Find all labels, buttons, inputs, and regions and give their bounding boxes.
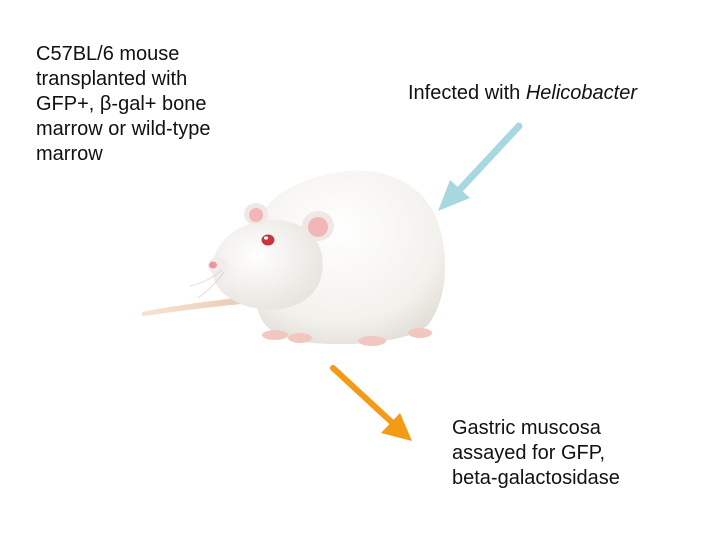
rat-whiskers <box>189 269 225 299</box>
infection-arrow <box>438 122 523 211</box>
rat-nose <box>209 261 217 269</box>
rat-head <box>208 219 323 310</box>
transplant-description: C57BL/6 mouse transplanted with GFP+, β-… <box>36 42 276 167</box>
rat-feet <box>262 328 432 346</box>
rat-eye <box>261 234 275 246</box>
transplant-line-1: C57BL/6 mouse <box>36 43 180 65</box>
assay-arrow <box>330 365 412 441</box>
assay-line-1: Gastric muscosa <box>452 417 601 439</box>
infection-label-organism: Helicobacter <box>525 82 638 104</box>
transplant-line-5: marrow <box>36 143 103 165</box>
transplant-line-4: marrow or wild-type <box>36 118 211 140</box>
rat-ears <box>244 203 334 241</box>
assay-line-3: beta-galactosidase <box>452 467 620 489</box>
assay-line-2: assayed for GFP, <box>452 442 606 464</box>
infection-label-prefix: Infected with <box>408 82 526 104</box>
transplant-line-3: GFP+, β-gal+ bone <box>36 93 207 115</box>
infection-label: Infected with Helicobacter <box>408 81 708 106</box>
transplant-line-2: transplanted with <box>36 68 188 90</box>
assay-description: Gastric muscosa assayed for GFP, beta-ga… <box>452 416 712 491</box>
